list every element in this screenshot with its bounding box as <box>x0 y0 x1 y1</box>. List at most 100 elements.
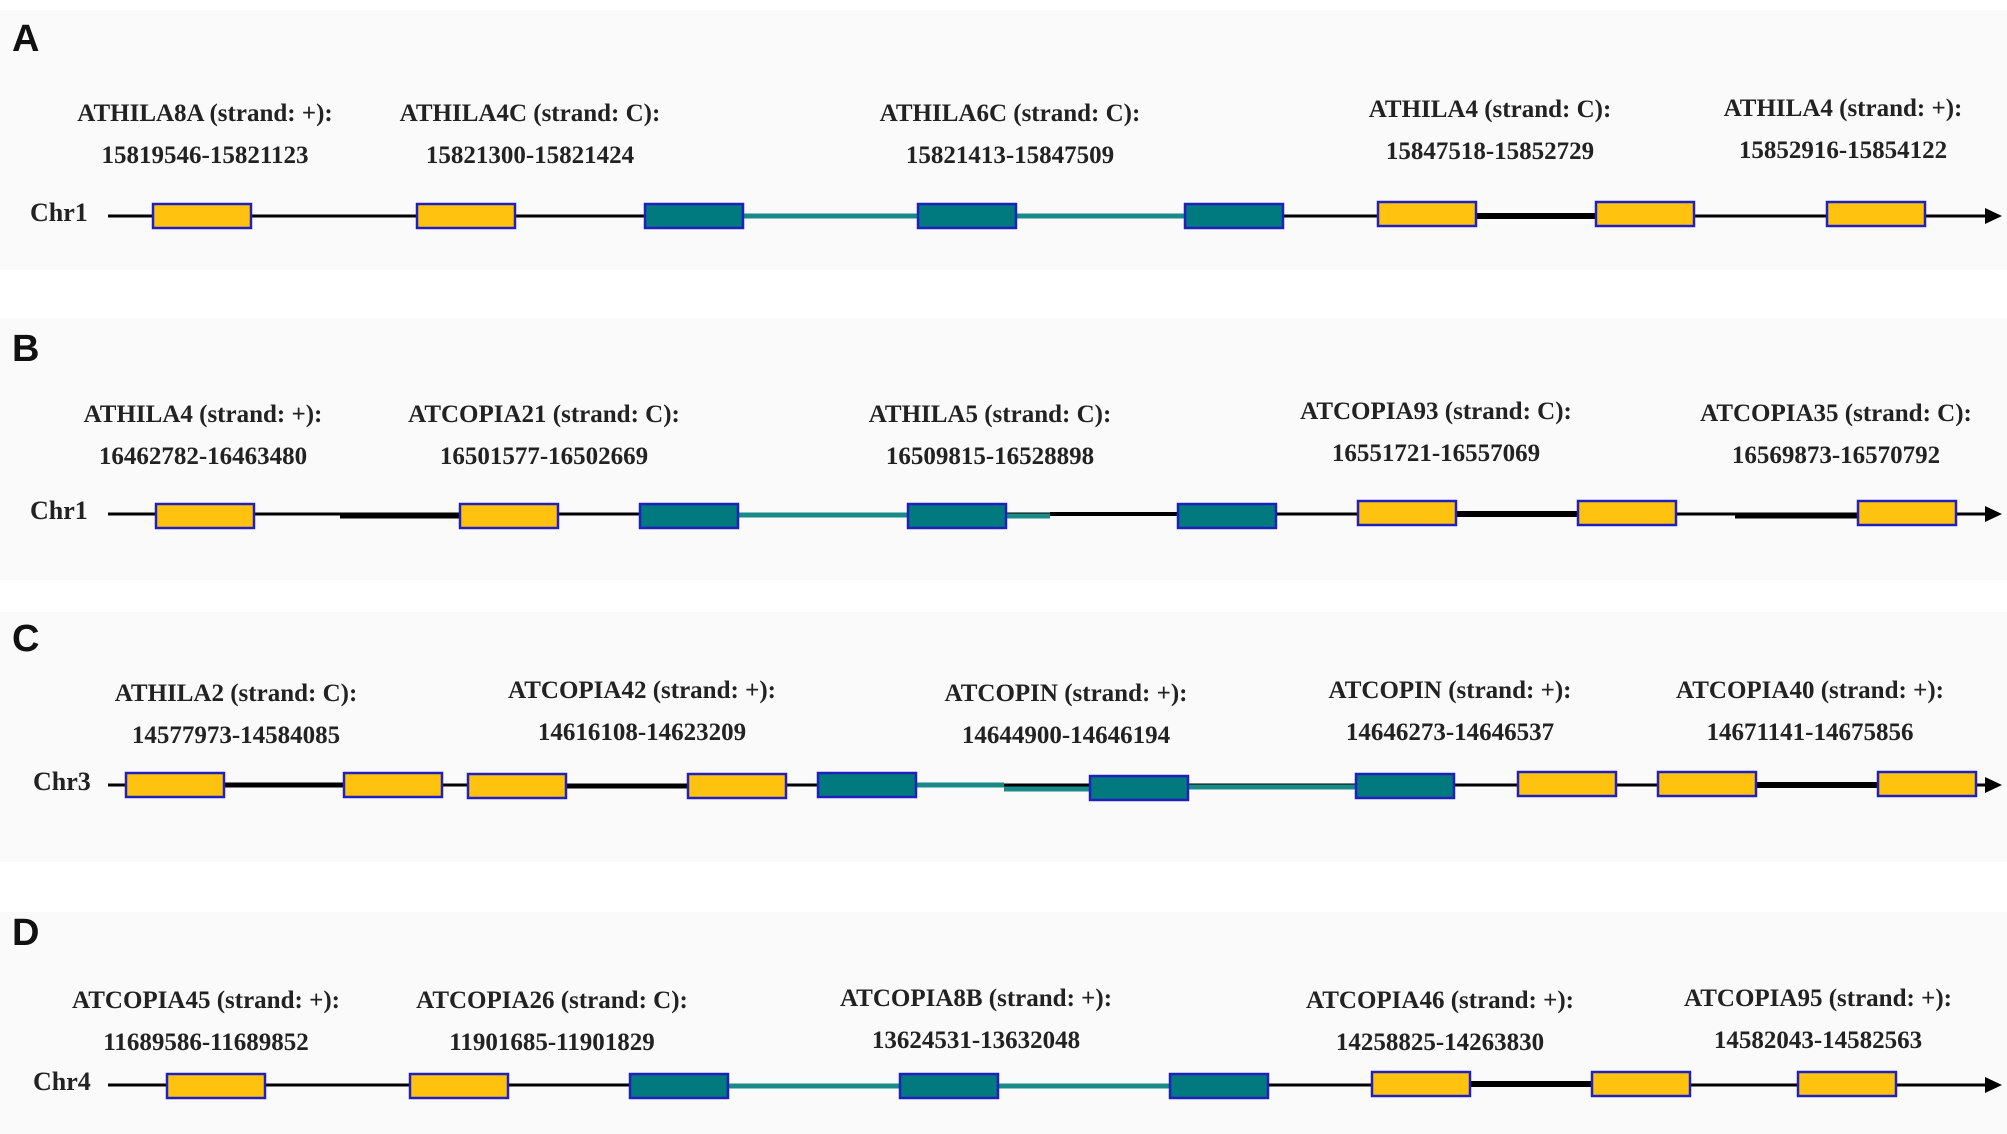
panel-a: A ATHILA8A (strand: +): 15819546-15821123… <box>0 10 2007 270</box>
teal-element-box <box>643 202 745 230</box>
element-label: ATCOPIA21 (strand: C): 16501577-16502669 <box>408 394 680 478</box>
yellow-element-box <box>124 771 226 799</box>
element-coords: 14577973-14584085 <box>131 722 341 749</box>
element-label: ATCOPIA95 (strand: +): 14582043-14582563 <box>1684 978 1952 1062</box>
teal-element-box <box>628 1072 730 1100</box>
element-coords: 15819546-15821123 <box>101 142 309 169</box>
chromosome-arrowhead <box>1985 777 2002 793</box>
element-label: ATCOPIA46 (strand: +): 14258825-14263830 <box>1306 980 1574 1064</box>
chromosome-label: Chr1 <box>30 496 88 525</box>
yellow-element-box <box>466 772 568 800</box>
chromosome-track <box>108 200 2002 230</box>
element-label: ATCOPIA45 (strand: +): 11689586-11689852 <box>72 980 340 1064</box>
element-name: ATCOPIA26 (strand: C): <box>416 987 688 1014</box>
yellow-element-box <box>1825 200 1927 228</box>
teal-element-box <box>1088 774 1190 802</box>
yellow-element-box <box>1876 770 1978 798</box>
element-coords: 15852916-15854122 <box>1738 137 1948 164</box>
element-coords: 14616108-14623209 <box>537 719 747 746</box>
element-name: ATHILA4 (strand: C): <box>1368 96 1612 123</box>
element-label: ATCOPIN (strand: +): 14644900-14646194 <box>945 673 1188 757</box>
chromosome-arrowhead <box>1985 208 2002 224</box>
teal-element-box <box>816 771 918 799</box>
panel-letter: D <box>12 912 40 954</box>
element-coords: 11901685-11901829 <box>449 1029 655 1056</box>
teal-element-box <box>906 502 1008 530</box>
element-name: ATCOPIA46 (strand: +): <box>1306 987 1574 1014</box>
yellow-element-box <box>1356 499 1458 527</box>
chromosome-track <box>108 1070 2002 1100</box>
element-name: ATCOPIA45 (strand: +): <box>72 987 340 1014</box>
element-name: ATCOPIN (strand: +): <box>1328 677 1572 704</box>
element-name: ATCOPIA95 (strand: +): <box>1684 985 1952 1012</box>
yellow-element-box <box>1856 499 1958 527</box>
chromosome-track <box>108 499 2002 530</box>
teal-element-box <box>898 1072 1000 1100</box>
element-name: ATCOPIA35 (strand: C): <box>1700 400 1972 427</box>
panel-letter: C <box>12 618 40 660</box>
element-label: ATHILA4 (strand: +):16462782-16463480 <box>84 394 323 478</box>
element-name: ATCOPIA8B (strand: +): <box>839 985 1113 1012</box>
element-name: ATCOPIA21 (strand: C): <box>408 401 680 428</box>
chromosome-label: Chr1 <box>30 198 88 227</box>
element-name: ATHILA8A (strand: +): <box>77 100 333 127</box>
yellow-element-box <box>1576 499 1678 527</box>
yellow-element-box <box>1796 1070 1898 1098</box>
element-coords: 14582043-14582563 <box>1713 1027 1923 1054</box>
yellow-element-box <box>458 502 560 530</box>
element-name: ATHILA4 (strand: +): <box>1723 95 1963 122</box>
panel-letter: B <box>12 328 40 370</box>
yellow-element-box <box>165 1072 267 1100</box>
teal-element-box <box>638 502 740 530</box>
panel-letter: A <box>12 18 40 60</box>
yellow-element-box <box>415 202 517 230</box>
element-coords: 16509815-16528898 <box>885 443 1095 470</box>
teal-element-box <box>1176 502 1278 530</box>
element-label: ATCOPIN (strand: +): 14646273-14646537 <box>1329 670 1572 754</box>
element-coords: 14671141-14675856 <box>1706 719 1914 746</box>
element-coords: 15821413-15847509 <box>905 142 1115 169</box>
element-label: ATCOPIA8B (strand: +): 13624531-13632048 <box>840 978 1112 1062</box>
yellow-element-box <box>686 772 788 800</box>
chromosome-track <box>108 770 2002 802</box>
element-coords: 14644900-14646194 <box>961 722 1171 749</box>
panel-c: C ATHILA2 (strand: C):14577973-14584085 … <box>0 612 2007 862</box>
teal-element-box <box>1354 772 1456 800</box>
yellow-element-box <box>1590 1070 1692 1098</box>
element-label: ATCOPIA40 (strand: +):14671141-14675856 <box>1676 670 1944 754</box>
yellow-element-box <box>1656 770 1758 798</box>
element-name: ATHILA4C (strand: C): <box>399 100 661 127</box>
yellow-element-box <box>1370 1070 1472 1098</box>
element-name: ATHILA6C (strand: C): <box>879 100 1141 127</box>
element-label: ATHILA4 (strand: C):15847518-15852729 <box>1369 89 1612 173</box>
element-label: ATHILA6C (strand: C): 15821413-15847509 <box>880 93 1141 177</box>
element-name: ATCOPIN (strand: +): <box>944 680 1188 707</box>
yellow-element-box <box>1516 770 1618 798</box>
element-name: ATCOPIA42 (strand: +): <box>508 677 776 704</box>
element-coords: 14646273-14646537 <box>1345 719 1555 746</box>
yellow-element-box <box>342 771 444 799</box>
element-label: ATHILA5 (strand: C): 16509815-16528898 <box>869 394 1112 478</box>
element-label: ATHILA4 (strand: +): 15852916-15854122 <box>1724 88 1963 172</box>
element-label: ATHILA8A (strand: +): 15819546-15821123 <box>77 93 332 177</box>
chromosome-arrowhead <box>1985 1077 2002 1093</box>
chromosome-label: Chr4 <box>33 1067 91 1096</box>
element-label: ATHILA4C (strand: C):15821300-15821424 <box>400 93 661 177</box>
element-coords: 13624531-13632048 <box>871 1027 1081 1054</box>
element-coords: 16501577-16502669 <box>439 443 649 470</box>
yellow-element-box <box>1594 200 1696 228</box>
yellow-element-box <box>1376 200 1478 228</box>
teal-element-box <box>1183 202 1285 230</box>
element-label: ATCOPIA93 (strand: C):16551721-16557069 <box>1300 391 1572 475</box>
yellow-element-box <box>151 202 253 230</box>
element-name: ATHILA5 (strand: C): <box>868 401 1112 428</box>
element-coords: 11689586-11689852 <box>103 1029 309 1056</box>
element-coords: 14258825-14263830 <box>1335 1029 1545 1056</box>
element-label: ATHILA2 (strand: C): 14577973-14584085 <box>115 673 358 757</box>
element-label: ATCOPIA42 (strand: +): 14616108-14623209 <box>508 670 776 754</box>
teal-element-box <box>916 202 1018 230</box>
element-name: ATHILA4 (strand: +): <box>83 401 323 428</box>
yellow-element-box <box>408 1072 510 1100</box>
element-name: ATHILA2 (strand: C): <box>114 680 358 707</box>
panel-b: B ATHILA4 (strand: +):16462782-16463480 … <box>0 318 2007 580</box>
